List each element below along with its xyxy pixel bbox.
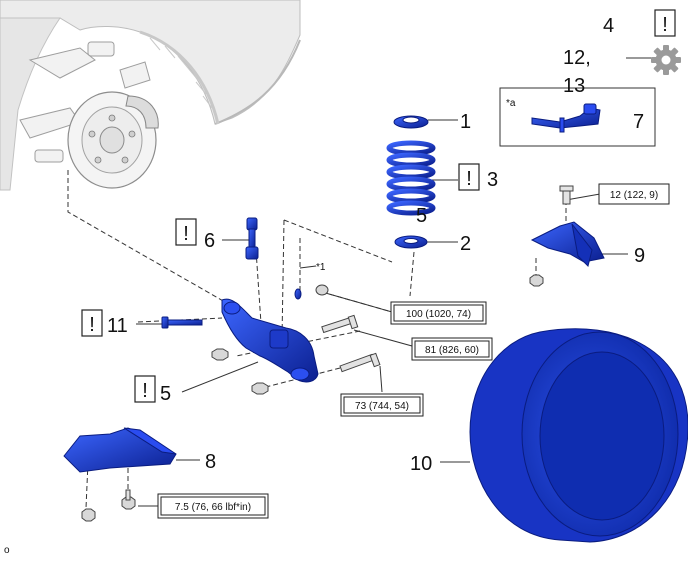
lower-cover	[63, 427, 177, 522]
callout-2: 2	[460, 233, 471, 255]
svg-text:!: !	[183, 223, 189, 245]
gear-icon	[651, 45, 681, 75]
stabilizer-link	[245, 217, 259, 260]
caution-icon: !	[175, 218, 197, 246]
corner-mark: o	[4, 545, 10, 556]
svg-text:73 (744, 54): 73 (744, 54)	[355, 401, 409, 412]
lower-spring-seat	[394, 235, 428, 249]
torque-spec-4: 12 (122, 9)	[598, 183, 670, 205]
torque-spec-1: 100 (1020, 74)	[390, 301, 487, 325]
rear-lower-arm	[221, 298, 319, 383]
svg-text:!: !	[89, 314, 95, 336]
note-a-label: *a	[506, 98, 516, 109]
callout-12: 12,	[563, 47, 591, 69]
callout-5: 5	[160, 383, 171, 405]
bracket	[529, 185, 605, 287]
svg-text:!: !	[142, 380, 148, 402]
svg-text:!: !	[662, 14, 668, 36]
height-control-sensor	[531, 103, 601, 133]
callout-10: 10	[410, 453, 432, 475]
callout-7: 7	[633, 111, 644, 133]
callout-8: 8	[205, 451, 216, 473]
svg-text:7.5 (76, 66 lbf*in): 7.5 (76, 66 lbf*in)	[175, 502, 251, 513]
lower-arm-bolt	[161, 316, 203, 329]
callout-9: 9	[634, 245, 645, 267]
svg-text:12 (122, 9): 12 (122, 9)	[610, 190, 658, 201]
note-1-label: *1	[316, 262, 326, 273]
caution-icon: !	[458, 163, 480, 191]
wheel-well-illustration	[0, 0, 301, 191]
leader-lines	[136, 57, 652, 507]
callout-3: 3	[487, 169, 498, 191]
spare-tire	[469, 328, 688, 543]
torque-spec-5: 7.5 (76, 66 lbf*in)	[157, 493, 269, 519]
arm-fasteners	[211, 284, 329, 395]
caution-icon: !	[654, 9, 676, 37]
torque-spec-3: 73 (744, 54)	[340, 393, 424, 417]
svg-text:81 (826, 60): 81 (826, 60)	[425, 345, 479, 356]
bolts	[321, 314, 381, 373]
callout-13: 13	[563, 75, 585, 97]
callout-6: 6	[204, 230, 215, 252]
caution-icon: !	[81, 309, 103, 337]
callout-4: 4	[603, 15, 614, 37]
torque-spec-2: 81 (826, 60)	[411, 337, 493, 361]
callout-5-spring: 5	[416, 205, 427, 227]
coil-spring	[386, 140, 436, 216]
svg-text:100 (1020, 74): 100 (1020, 74)	[406, 309, 471, 320]
callout-1: 1	[460, 111, 471, 133]
svg-text:!: !	[466, 168, 472, 190]
caution-icon: !	[134, 375, 156, 403]
upper-spring-seat	[393, 115, 429, 129]
callout-11: 11	[107, 315, 128, 337]
